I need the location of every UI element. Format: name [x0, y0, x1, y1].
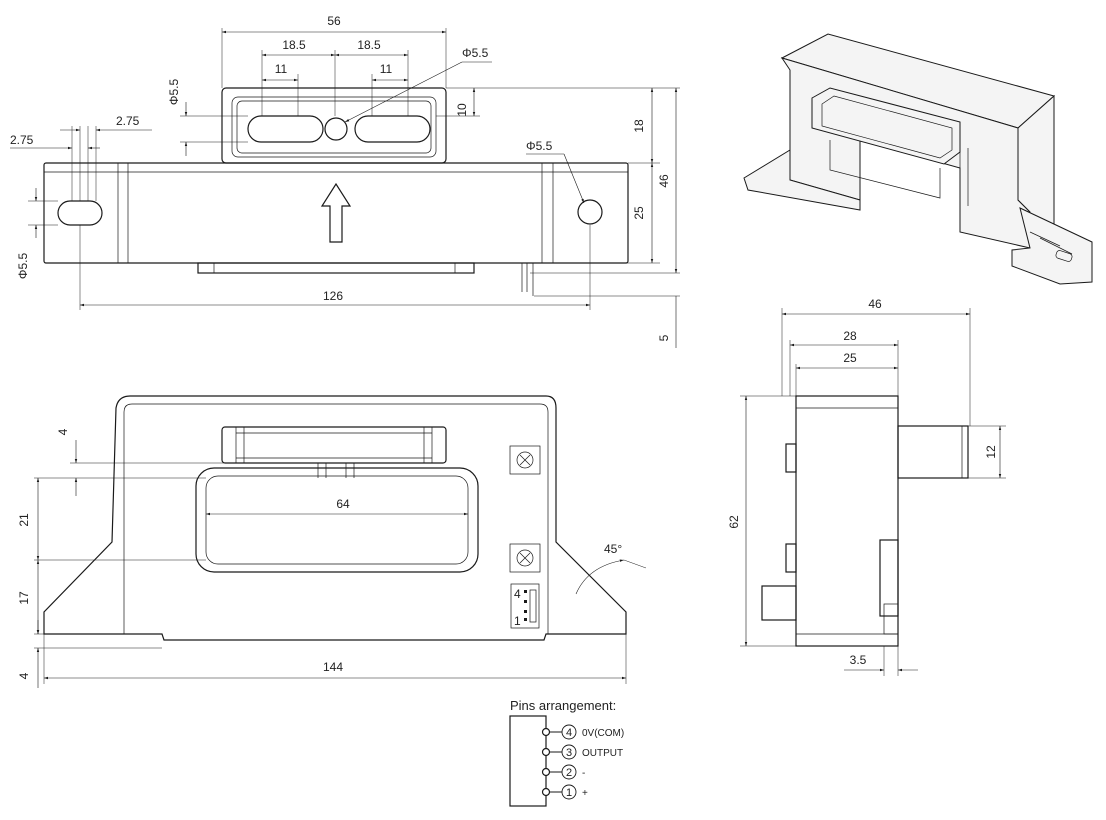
dim-phi-bottom: Φ5.5 [16, 253, 30, 280]
pin-number-circle [561, 724, 577, 740]
pin-label: - [582, 768, 585, 779]
dim-height-18: 18 [632, 119, 646, 133]
dim-height-25: 25 [632, 206, 646, 220]
dim-gap-left: 2.75 [10, 133, 34, 147]
dim-front-4-bottom: 4 [17, 672, 31, 679]
pin-number: 4 [566, 727, 572, 739]
pin-number-circle [561, 744, 577, 760]
dim-front-64: 64 [336, 497, 350, 511]
dim-phi-center: Φ5.5 [462, 46, 489, 60]
pin-number: 2 [566, 767, 572, 779]
dim-depth-5: 5 [657, 334, 671, 341]
dim-side-25: 25 [843, 351, 857, 365]
pin-label: + [582, 788, 588, 799]
dim-side-12: 12 [984, 445, 998, 459]
pin-number: 3 [566, 747, 572, 759]
pin-terminal [541, 787, 551, 797]
pin-terminal [541, 727, 551, 737]
dim-side-3-5: 3.5 [850, 653, 867, 667]
top-view: 56 18.5 18.5 11 11 Φ5.5 Φ5.5 [10, 14, 680, 348]
dim-width-144: 144 [323, 660, 343, 674]
dim-front-4: 4 [56, 428, 70, 435]
connector-pin-bottom: 1 [514, 614, 521, 628]
dim-phi-right: Φ5.5 [526, 139, 553, 153]
dim-side-46: 46 [868, 297, 882, 311]
pin-number-circle [561, 784, 577, 800]
connector-pin-top: 4 [514, 587, 521, 601]
front-view: 4 1 64 4 21 17 4 144 45° [17, 395, 647, 688]
dim-width-126: 126 [323, 289, 343, 303]
dim-angle: 45° [604, 542, 622, 556]
pin-number-circle [561, 764, 577, 780]
dim-side-28: 28 [843, 329, 857, 343]
pin-terminal [541, 767, 551, 777]
pin-label: 0V(COM) [582, 728, 624, 739]
pin-terminal [541, 747, 551, 757]
pin-number: 1 [566, 787, 572, 799]
isometric-view [743, 33, 1093, 285]
dim-front-21: 21 [17, 513, 31, 527]
dim-phi-left: Φ5.5 [167, 79, 181, 106]
dim-side-62: 62 [727, 515, 741, 529]
pin-row: 3 OUTPUT [541, 744, 623, 760]
pin-label: OUTPUT [582, 748, 623, 759]
dim-half-left: 18.5 [282, 38, 306, 52]
side-view: 46 28 25 12 62 3.5 [727, 297, 1006, 676]
dim-top-width: 56 [327, 14, 341, 28]
dim-height-10: 10 [455, 103, 469, 117]
dim-height-46: 46 [657, 174, 671, 188]
dim-slot-right: 11 [380, 62, 393, 76]
dim-gap-right: 2.75 [116, 114, 140, 128]
dim-front-17: 17 [17, 591, 31, 605]
pin-row: 4 0V(COM) [541, 724, 624, 740]
dim-half-right: 18.5 [357, 38, 381, 52]
pin-row: 1+ [541, 784, 588, 800]
dim-slot-left: 11 [275, 62, 288, 76]
pins-title: Pins arrangement: [510, 698, 616, 713]
pin-row: 2- [541, 764, 585, 780]
